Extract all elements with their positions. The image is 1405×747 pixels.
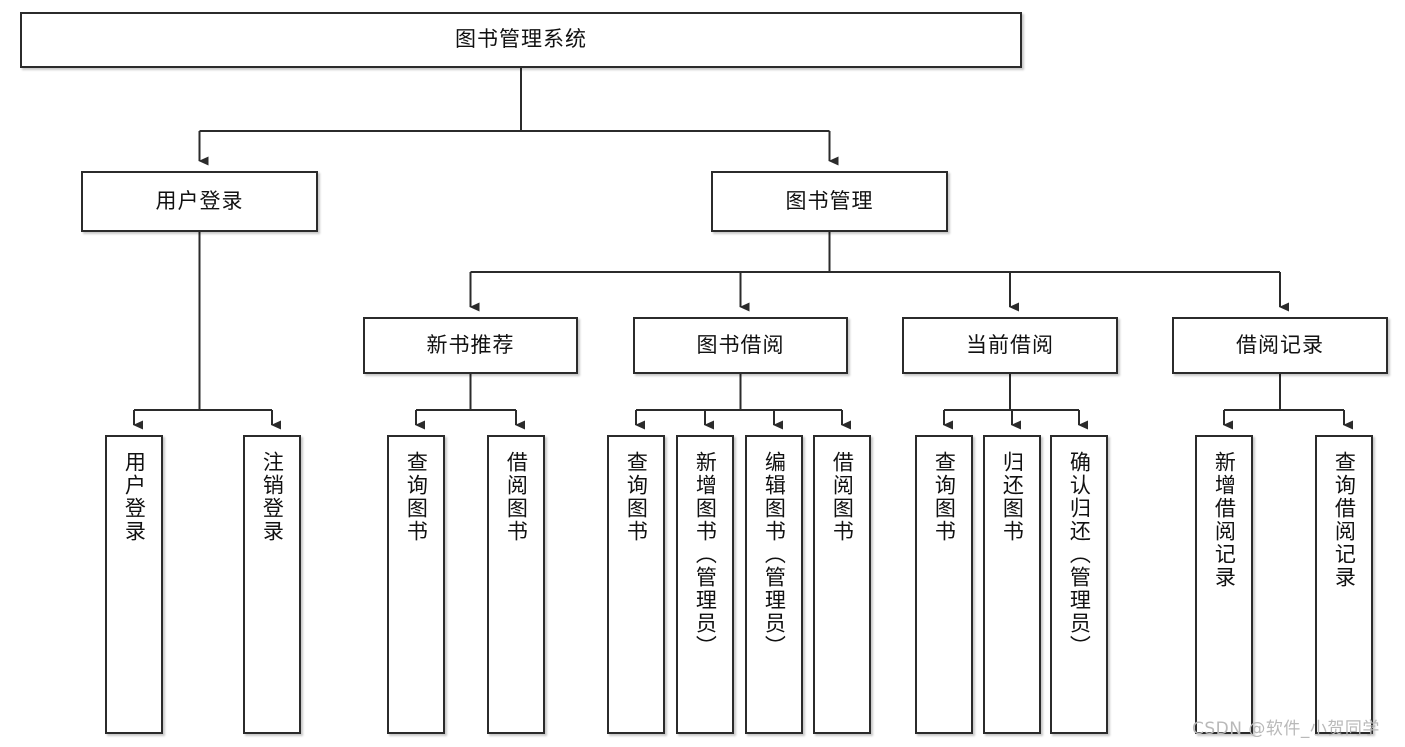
node-current-borrow[interactable]: 当前借阅 bbox=[902, 317, 1118, 374]
node-leaf-add-borrow-record[interactable]: 新增借阅记录 bbox=[1195, 435, 1253, 734]
node-label: 确认归还（管理员） bbox=[1067, 451, 1092, 658]
node-label: 归还图书 bbox=[1000, 451, 1025, 543]
node-new-book-recommend[interactable]: 新书推荐 bbox=[363, 317, 578, 374]
node-label: 图书管理 bbox=[785, 188, 874, 213]
node-label: 用户登录 bbox=[122, 451, 147, 543]
node-label: 当前借阅 bbox=[966, 332, 1054, 357]
node-label: 借阅图书 bbox=[504, 451, 529, 543]
node-book-manage[interactable]: 图书管理 bbox=[711, 171, 948, 232]
node-leaf-borrow-book-rec[interactable]: 借阅图书 bbox=[487, 435, 545, 734]
node-label: 图书借阅 bbox=[696, 332, 785, 357]
node-leaf-query-book[interactable]: 查询图书 bbox=[607, 435, 665, 734]
node-label: 查询图书 bbox=[932, 451, 957, 543]
node-leaf-confirm-return-admin[interactable]: 确认归还（管理员） bbox=[1050, 435, 1108, 734]
node-leaf-borrow-book[interactable]: 借阅图书 bbox=[813, 435, 871, 734]
node-label: 查询借阅记录 bbox=[1332, 451, 1357, 589]
node-label: 查询图书 bbox=[404, 451, 429, 543]
node-leaf-user-login[interactable]: 用户登录 bbox=[105, 435, 163, 734]
node-label: 编辑图书（管理员） bbox=[762, 451, 787, 658]
node-leaf-query-book-cur[interactable]: 查询图书 bbox=[915, 435, 973, 734]
node-label: 新增借阅记录 bbox=[1212, 451, 1237, 589]
node-label: 注销登录 bbox=[260, 451, 285, 543]
node-leaf-logout[interactable]: 注销登录 bbox=[243, 435, 301, 734]
node-leaf-query-borrow-record[interactable]: 查询借阅记录 bbox=[1315, 435, 1373, 734]
node-label: 新书推荐 bbox=[426, 332, 515, 357]
node-root[interactable]: 图书管理系统 bbox=[20, 12, 1022, 68]
node-borrow-record[interactable]: 借阅记录 bbox=[1172, 317, 1388, 374]
node-label: 查询图书 bbox=[624, 451, 649, 543]
node-label: 用户登录 bbox=[155, 188, 244, 213]
node-label: 图书管理系统 bbox=[455, 27, 587, 52]
watermark-label: CSDN @软件_小贺同学 bbox=[1192, 719, 1380, 739]
node-leaf-return-book[interactable]: 归还图书 bbox=[983, 435, 1041, 734]
node-leaf-edit-book-admin[interactable]: 编辑图书（管理员） bbox=[745, 435, 803, 734]
node-leaf-add-book-admin[interactable]: 新增图书（管理员） bbox=[676, 435, 734, 734]
node-label: 借阅记录 bbox=[1236, 332, 1324, 357]
node-book-borrow[interactable]: 图书借阅 bbox=[633, 317, 848, 374]
node-user-login[interactable]: 用户登录 bbox=[81, 171, 318, 232]
node-label: 新增图书（管理员） bbox=[693, 451, 718, 658]
node-label: 借阅图书 bbox=[830, 451, 855, 543]
node-leaf-query-book-rec[interactable]: 查询图书 bbox=[387, 435, 445, 734]
